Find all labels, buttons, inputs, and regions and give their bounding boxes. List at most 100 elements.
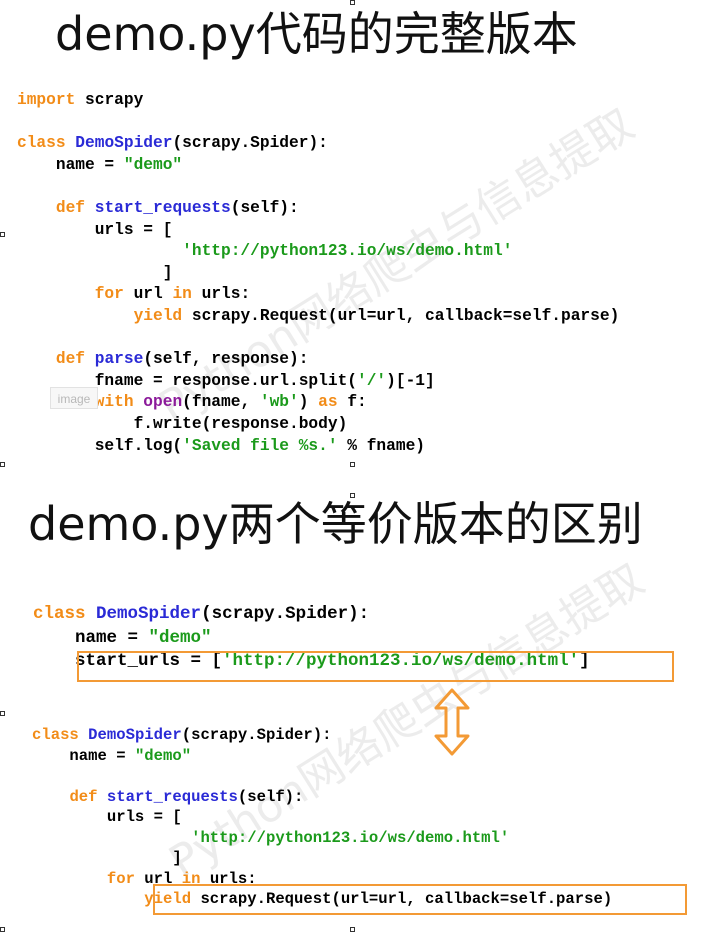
code-line: name = "demo" bbox=[17, 156, 182, 174]
code-token-pl: self.log( bbox=[17, 436, 183, 455]
code-token-kw: class bbox=[17, 134, 66, 153]
code-line: f.write(response.body) bbox=[17, 414, 348, 433]
code-token-kw: yield bbox=[133, 306, 183, 325]
code-token-kw: def bbox=[69, 787, 98, 806]
code-line: def parse(self, response): bbox=[17, 350, 309, 369]
code-line: for url in urls: bbox=[32, 870, 257, 888]
double-arrow-icon bbox=[434, 688, 470, 756]
code-token-pl bbox=[32, 890, 144, 908]
code-token-pl: name = bbox=[32, 746, 135, 765]
code-line: class DemoSpider(scrapy.Spider): bbox=[32, 726, 331, 744]
code-token-str: 'Saved file %s.' bbox=[182, 436, 338, 455]
highlight-box-yield bbox=[153, 884, 687, 915]
code-token-pl: (fname, bbox=[182, 393, 260, 412]
selection-handle[interactable] bbox=[0, 711, 5, 716]
code-token-pl: (self, response): bbox=[143, 350, 309, 369]
code-token-pl: (scrapy.Spider): bbox=[201, 604, 370, 624]
code-token-pl: f: bbox=[337, 393, 367, 412]
code-line: start_urls = ['http://python123.io/ws/de… bbox=[33, 651, 590, 671]
code-block-start-urls-version: class DemoSpider(scrapy.Spider): name = … bbox=[33, 603, 590, 674]
code-token-pl: ] bbox=[17, 263, 173, 282]
code-line: class DemoSpider(scrapy.Spider): bbox=[17, 134, 328, 152]
code-token-pl bbox=[32, 829, 191, 847]
code-line: class DemoSpider(scrapy.Spider): bbox=[33, 604, 369, 624]
code-token-pl: (scrapy.Spider): bbox=[181, 726, 332, 744]
code-token-kw: in bbox=[172, 285, 192, 304]
code-token-kw: in bbox=[181, 869, 201, 888]
code-token-pl bbox=[79, 726, 88, 744]
selection-handle[interactable] bbox=[0, 232, 5, 237]
code-token-pl bbox=[32, 788, 69, 806]
code-token-pl: (scrapy.Spider): bbox=[172, 134, 328, 153]
code-token-pl: urls: bbox=[200, 869, 257, 888]
highlight-box-start-urls bbox=[77, 651, 674, 682]
code-token-kw: import bbox=[17, 91, 76, 109]
code-token-pl: urls: bbox=[191, 285, 251, 304]
code-line: yield scrapy.Request(url=url, callback=s… bbox=[32, 890, 612, 908]
code-line: for url in urls: bbox=[17, 285, 250, 303]
code-line: with open(fname, 'wb') as f: bbox=[17, 393, 367, 411]
code-token-pl: urls = [ bbox=[32, 808, 182, 826]
selection-handle[interactable] bbox=[0, 927, 5, 932]
code-token-pl bbox=[134, 393, 144, 411]
code-token-pl: scrapy bbox=[75, 91, 144, 109]
code-token-kw: class bbox=[32, 726, 79, 744]
code-token-cls: start_requests bbox=[94, 198, 231, 217]
code-line: name = "demo" bbox=[33, 628, 212, 648]
selection-handle[interactable] bbox=[350, 493, 355, 498]
code-line: fname = response.url.split('/')[-1] bbox=[17, 372, 435, 390]
code-token-kw: def bbox=[55, 350, 86, 369]
code-token-pl: ] bbox=[32, 849, 182, 867]
code-token-pl bbox=[17, 199, 56, 217]
code-token-pl: scrapy.Request(url=url, callback=self.pa… bbox=[182, 306, 620, 325]
code-block-start-requests-version: class DemoSpider(scrapy.Spider): name = … bbox=[32, 725, 612, 910]
selection-handle[interactable] bbox=[350, 0, 355, 5]
code-token-cls: start_requests bbox=[106, 787, 238, 806]
code-token-pl: name = bbox=[33, 627, 149, 648]
code-token-pl bbox=[17, 350, 56, 368]
code-token-cls: DemoSpider bbox=[75, 134, 173, 153]
code-token-pl: ] bbox=[579, 651, 590, 671]
code-line: self.log('Saved file %s.' % fname) bbox=[17, 437, 425, 455]
code-token-cls: DemoSpider bbox=[88, 726, 182, 744]
code-token-pl: name = bbox=[17, 155, 124, 174]
code-line: import scrapy bbox=[17, 91, 143, 109]
code-token-pl bbox=[17, 307, 134, 325]
code-token-pl: urls = [ bbox=[17, 220, 173, 239]
code-token-str: 'http://python123.io/ws/demo.html' bbox=[182, 242, 513, 261]
code-token-str: "demo" bbox=[134, 746, 192, 765]
code-line: yield scrapy.Request(url=url, callback=s… bbox=[17, 306, 620, 325]
code-token-bi: open bbox=[143, 393, 183, 412]
code-line: 'http://python123.io/ws/demo.html' bbox=[32, 829, 509, 847]
code-token-pl: )[-1] bbox=[386, 371, 435, 390]
selection-handle[interactable] bbox=[350, 927, 355, 932]
code-token-kw: class bbox=[33, 604, 86, 624]
code-line: def start_requests(self): bbox=[17, 199, 299, 217]
code-token-str: 'http://python123.io/ws/demo.html' bbox=[222, 651, 580, 671]
selection-handle[interactable] bbox=[0, 462, 5, 467]
code-token-kw: def bbox=[55, 198, 86, 217]
image-placeholder: image bbox=[50, 387, 98, 409]
code-line: ] bbox=[32, 849, 182, 867]
selection-handle[interactable] bbox=[350, 462, 355, 467]
slide-two-versions: demo.py两个等价版本的区别 Python网络爬虫与信息提取 bbox=[0, 495, 705, 932]
code-token-pl bbox=[17, 242, 182, 260]
code-token-pl: scrapy.Request(url=url, callback=self.pa… bbox=[191, 890, 613, 908]
code-line: 'http://python123.io/ws/demo.html' bbox=[17, 242, 512, 260]
code-token-pl: url bbox=[123, 285, 173, 304]
code-token-kw: for bbox=[106, 869, 135, 888]
code-token-pl bbox=[98, 788, 107, 806]
code-block-full: import scrapy class DemoSpider(scrapy.Sp… bbox=[17, 90, 619, 457]
slide-complete-version: demo.py代码的完整版本 Python网络爬虫与信息提取 import sc… bbox=[0, 0, 705, 465]
code-token-kw: for bbox=[94, 285, 124, 304]
code-token-str: "demo" bbox=[123, 155, 183, 174]
code-token-kw: yield bbox=[144, 890, 192, 908]
code-token-pl: f.write(response.body) bbox=[17, 414, 348, 433]
code-line: urls = [ bbox=[17, 220, 173, 239]
code-line: def start_requests(self): bbox=[32, 788, 303, 806]
code-token-str: '/' bbox=[357, 371, 387, 390]
code-line: ] bbox=[17, 263, 173, 282]
code-token-pl bbox=[17, 285, 95, 303]
code-token-pl: url bbox=[134, 869, 182, 888]
code-token-kw: as bbox=[318, 393, 338, 412]
